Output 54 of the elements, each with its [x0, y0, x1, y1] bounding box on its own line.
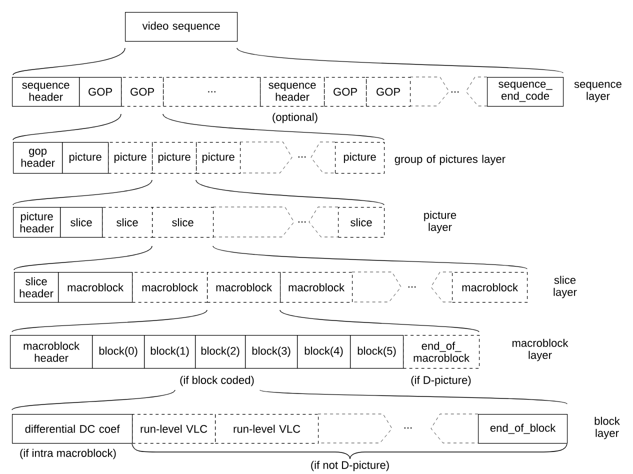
field-box: block(4) — [297, 335, 351, 369]
condition-label: (if block coded) — [180, 376, 254, 386]
field-box: slice — [60, 207, 103, 238]
condition-label: (if intra macroblock) — [20, 448, 116, 460]
field-box: macroblock — [132, 272, 208, 303]
field-box: end_of_ macroblock — [403, 335, 480, 369]
field-box: slice — [102, 207, 153, 238]
field-box: picture — [196, 142, 241, 174]
field-box: picture header — [13, 207, 61, 238]
condition-label: (if not D-picture) — [311, 460, 389, 472]
field-box: block(5) — [350, 335, 404, 369]
field-box: gop header — [13, 142, 63, 174]
field-box: slice — [338, 207, 385, 238]
field-box: run-level VLC — [132, 414, 216, 444]
field-box: run-level VLC — [215, 414, 319, 444]
ellipsis: ... — [298, 221, 306, 223]
layer-label: block layer — [594, 416, 620, 440]
layer-label: sequence layer — [574, 82, 622, 102]
field-box: sequence header — [260, 77, 325, 107]
field-box: end_of_block — [478, 414, 568, 444]
field-box: GOP — [121, 77, 164, 107]
field-box: picture — [108, 142, 153, 174]
field-box: block(0) — [92, 335, 145, 369]
field-box: GOP — [79, 77, 122, 107]
field-box: macroblock — [207, 272, 281, 303]
condition-label: (optional) — [272, 112, 318, 124]
field-box: macroblock — [280, 272, 353, 303]
field-box: picture — [335, 142, 385, 174]
field-box: GOP — [366, 77, 411, 107]
ellipsis: ... — [451, 91, 459, 93]
field-box: block(1) — [144, 335, 196, 369]
field-box: GOP — [324, 77, 367, 107]
field-box: macroblock header — [10, 335, 93, 369]
root-box: video sequence — [125, 12, 238, 42]
layer-label: picture layer — [424, 210, 456, 234]
layer-label: group of pictures layer — [394, 154, 506, 166]
layer-label: slice layer — [554, 276, 577, 298]
field-box: macroblock — [452, 272, 528, 303]
ellipsis: ... — [408, 286, 416, 288]
ellipsis: ... — [404, 427, 412, 429]
field-box: sequence header — [12, 77, 80, 107]
field-box: block(2) — [195, 335, 246, 369]
field-box: slice header — [14, 272, 59, 303]
field-box: picture — [152, 142, 197, 174]
field-box: block(3) — [245, 335, 298, 369]
field-box: picture — [62, 142, 109, 174]
ellipsis: ... — [298, 156, 306, 158]
field-box: sequence_ end_code — [487, 77, 564, 107]
field-box: ... — [163, 77, 261, 107]
field-box: slice — [152, 207, 214, 238]
layer-label: macroblock layer — [512, 338, 568, 362]
field-box: macroblock — [58, 272, 133, 303]
condition-label: (if D-picture) — [411, 376, 471, 386]
field-box: differential DC coef — [12, 414, 133, 444]
